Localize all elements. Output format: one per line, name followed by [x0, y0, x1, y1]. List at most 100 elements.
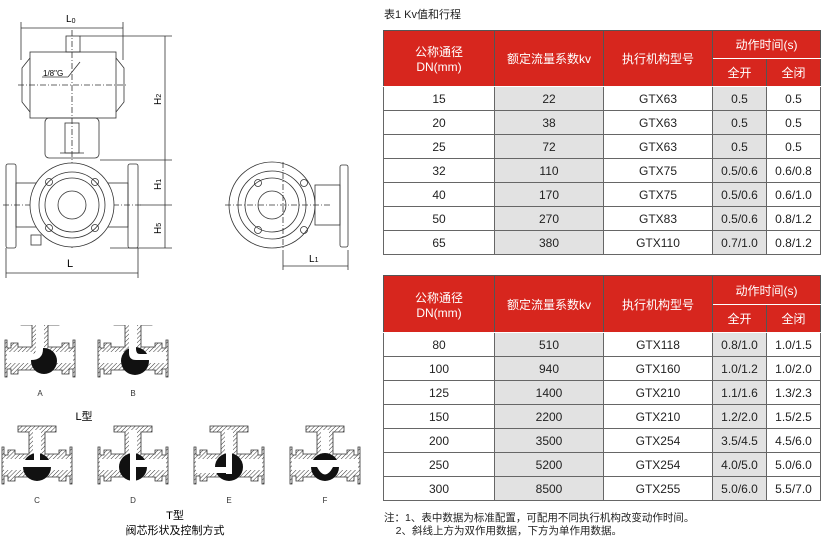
cell-close-time: 5.0/6.0 [766, 452, 821, 477]
cell-open-time: 0.5 [712, 86, 767, 111]
cell-open-time: 0.5/0.6 [712, 182, 767, 207]
cell-dn: 50 [383, 206, 495, 231]
cell-close-time: 1.3/2.3 [766, 380, 821, 405]
cell-kv: 110 [494, 158, 604, 183]
cell-kv: 5200 [494, 452, 604, 477]
header-open: 全开 [712, 58, 767, 87]
header-actuator: 执行机构型号 [603, 30, 713, 87]
valve-core-diagrams: A B C D E F L型 T型 阀芯形状及控制方式 [1, 325, 361, 537]
cell-dn: 150 [383, 404, 495, 429]
core-c-diagram [1, 425, 73, 485]
core-label-d: D [130, 496, 136, 505]
cell-close-time: 0.8/1.2 [766, 206, 821, 231]
cell-kv: 22 [494, 86, 604, 111]
cell-dn: 80 [383, 332, 495, 357]
table-caption: 表1 Kv值和行程 [384, 9, 462, 21]
cell-close-time: 1.0/1.5 [766, 332, 821, 357]
cell-actuator: GTX63 [603, 110, 713, 135]
cell-close-time: 0.6/0.8 [766, 158, 821, 183]
cell-dn: 20 [383, 110, 495, 135]
cell-actuator: GTX63 [603, 134, 713, 159]
header-close: 全闭 [766, 58, 821, 87]
note-1: 注：1、表中数据为标准配置，可配用不同执行机构改变动作时间。 [384, 512, 695, 524]
cell-open-time: 3.5/4.5 [712, 428, 767, 453]
cell-close-time: 0.6/1.0 [766, 182, 821, 207]
dim-h2: H2 [153, 94, 164, 105]
cell-actuator: GTX160 [603, 356, 713, 381]
core-label-a: A [37, 389, 43, 398]
cell-kv: 2200 [494, 404, 604, 429]
cell-close-time: 1.5/2.5 [766, 404, 821, 429]
cell-open-time: 0.5/0.6 [712, 158, 767, 183]
t-type-label: T型 [166, 508, 184, 522]
dim-l: L [67, 258, 73, 270]
header-open: 全开 [712, 304, 767, 333]
core-e-diagram [193, 425, 265, 485]
cell-actuator: GTX254 [603, 452, 713, 477]
notes: 注：1、表中数据为标准配置，可配用不同执行机构改变动作时间。 2、斜线上方为双作… [384, 512, 694, 538]
cell-actuator: GTX254 [603, 428, 713, 453]
core-d-diagram [97, 425, 169, 485]
cell-kv: 510 [494, 332, 604, 357]
cell-close-time: 0.5 [766, 110, 821, 135]
cell-actuator: GTX210 [603, 404, 713, 429]
core-b-diagram [97, 325, 169, 378]
cell-kv: 8500 [494, 476, 604, 501]
cell-actuator: GTX118 [603, 332, 713, 357]
l-type-label: L型 [75, 409, 92, 423]
cell-open-time: 1.2/2.0 [712, 404, 767, 429]
cell-kv: 940 [494, 356, 604, 381]
cell-actuator: GTX255 [603, 476, 713, 501]
dim-h1: H1 [153, 179, 164, 190]
cell-dn: 32 [383, 158, 495, 183]
cell-open-time: 5.0/6.0 [712, 476, 767, 501]
cell-close-time: 0.8/1.2 [766, 230, 821, 255]
cell-close-time: 0.5 [766, 86, 821, 111]
cell-close-time: 5.5/7.0 [766, 476, 821, 501]
cell-open-time: 0.5/0.6 [712, 206, 767, 231]
core-label-c: C [34, 496, 40, 505]
cell-kv: 1400 [494, 380, 604, 405]
cell-dn: 250 [383, 452, 495, 477]
cell-kv: 170 [494, 182, 604, 207]
header-close: 全闭 [766, 304, 821, 333]
header-actuator: 执行机构型号 [603, 275, 713, 333]
cell-dn: 125 [383, 380, 495, 405]
header-time: 动作时间(s) [712, 275, 821, 305]
cell-dn: 25 [383, 134, 495, 159]
cell-open-time: 0.5 [712, 134, 767, 159]
cell-kv: 380 [494, 230, 604, 255]
cell-kv: 270 [494, 206, 604, 231]
dim-port: 1/8"G [43, 69, 63, 78]
core-label-b: B [130, 389, 135, 398]
core-label-e: E [226, 496, 231, 505]
cell-open-time: 0.8/1.0 [712, 332, 767, 357]
dim-l0: L0 [66, 14, 76, 25]
cell-open-time: 1.1/1.6 [712, 380, 767, 405]
header-kv: 额定流量系数kv [494, 30, 604, 87]
cell-close-time: 0.5 [766, 134, 821, 159]
cell-actuator: GTX210 [603, 380, 713, 405]
cell-dn: 100 [383, 356, 495, 381]
valve-dimension-drawing: L0 1/8"G H2 H1 H5 L L1 [3, 14, 349, 278]
cell-actuator: GTX75 [603, 158, 713, 183]
cell-open-time: 1.0/1.2 [712, 356, 767, 381]
cell-actuator: GTX75 [603, 182, 713, 207]
core-caption: 阀芯形状及控制方式 [126, 523, 225, 537]
cell-actuator: GTX110 [603, 230, 713, 255]
header-kv: 额定流量系数kv [494, 275, 604, 333]
cell-actuator: GTX83 [603, 206, 713, 231]
cell-close-time: 1.0/2.0 [766, 356, 821, 381]
cell-dn: 300 [383, 476, 495, 501]
